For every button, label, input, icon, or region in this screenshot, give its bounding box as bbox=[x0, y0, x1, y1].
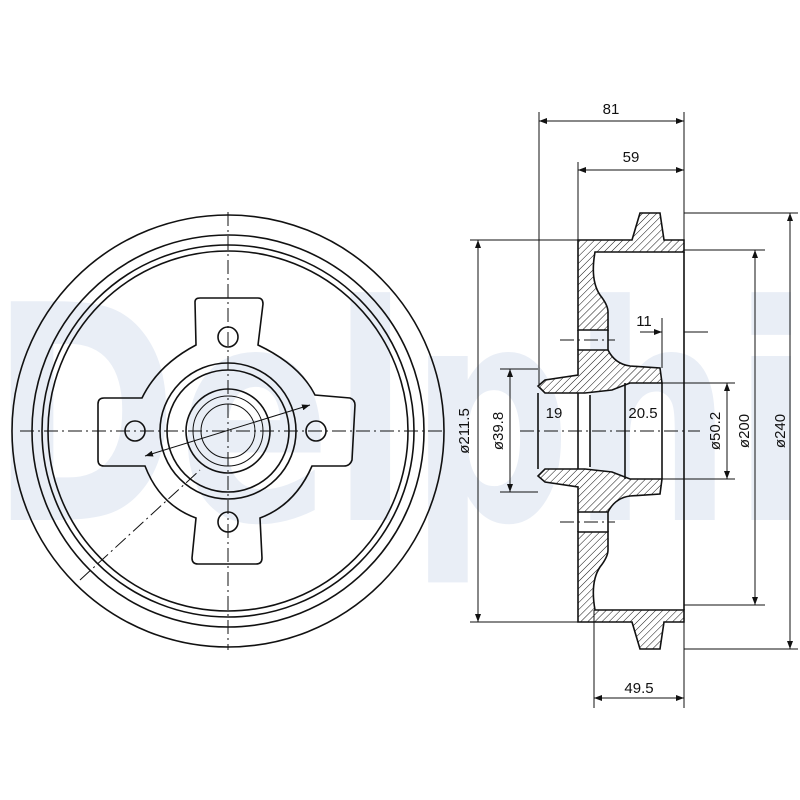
dim-flange-offset: 49.5 bbox=[624, 680, 653, 697]
watermark-logo: Delphi bbox=[0, 242, 800, 591]
dim-diameter-outer: ø240 bbox=[772, 414, 789, 448]
dim-diameter-bore-large: ø50.2 bbox=[707, 412, 724, 450]
hub-flange-outline bbox=[97, 297, 356, 565]
bolt-hole-top bbox=[217, 326, 239, 348]
hub-section-lower bbox=[536, 468, 663, 513]
dim-overall-width: 81 bbox=[603, 101, 620, 118]
extension-lines bbox=[470, 112, 798, 708]
bolt-hole-bottom bbox=[217, 511, 239, 533]
front-view bbox=[11, 212, 445, 650]
dim-diameter-inner: ø200 bbox=[736, 414, 753, 448]
side-section-view: 81 59 11 19 20.5 49.5 ø211.5 ø39.8 ø50.2… bbox=[456, 101, 798, 708]
pcd-dimension-line bbox=[144, 404, 311, 457]
section-line bbox=[79, 469, 201, 581]
dim-diameter-bore-small: ø39.8 bbox=[490, 412, 507, 450]
dim-diameter-braking: ø211.5 bbox=[456, 408, 473, 454]
dim-bore-left-depth: 19 bbox=[546, 405, 563, 422]
dim-inner-depth: 59 bbox=[623, 149, 640, 166]
dimension-lines bbox=[475, 118, 793, 701]
dim-hub-step: 11 bbox=[636, 313, 652, 330]
dim-bore-right-depth: 20.5 bbox=[628, 405, 657, 422]
hub-section-upper bbox=[536, 349, 663, 394]
